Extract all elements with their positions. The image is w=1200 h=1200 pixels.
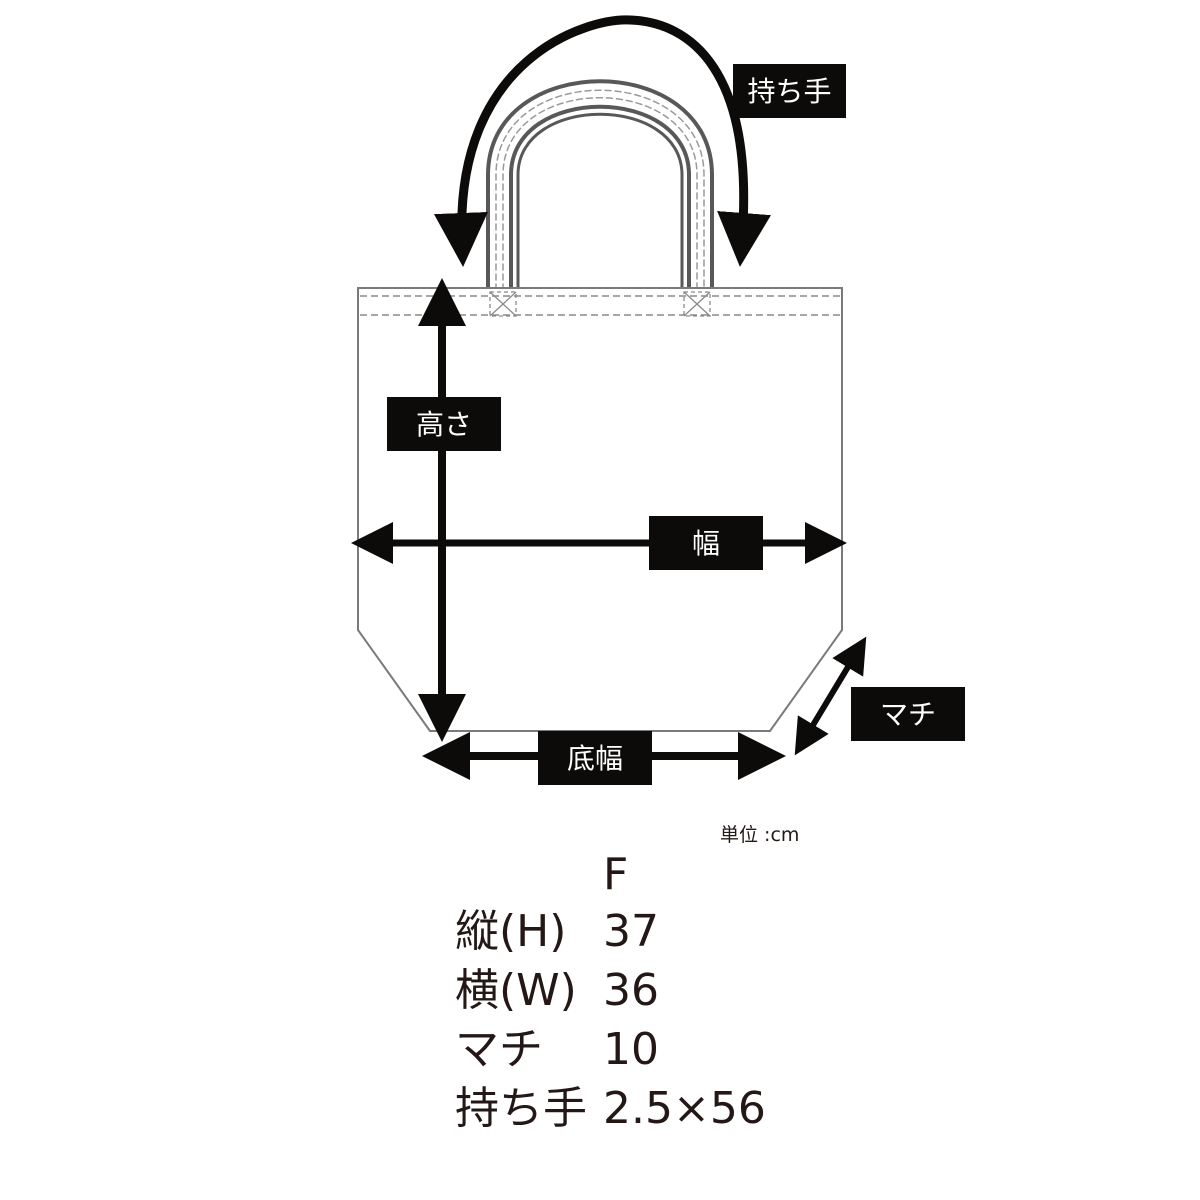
handle-label-text: 持ち手 (747, 75, 831, 108)
bottom-width-label: 底幅 (538, 731, 652, 785)
row-label: 持ち手 (455, 1083, 587, 1134)
handle-attachment-right (683, 291, 711, 317)
size-table-corner (455, 848, 603, 902)
row-value: 2.5×56 (603, 1083, 766, 1134)
table-row: 縦(H) 37 (455, 902, 766, 961)
width-label: 幅 (649, 516, 763, 570)
handle-arrow (433, 15, 771, 267)
table-row: 横(W) 36 (455, 961, 766, 1020)
row-value: 37 (603, 906, 659, 957)
size-table-header-row: F (455, 848, 766, 902)
row-value: 36 (603, 965, 659, 1016)
row-label: 横(W) (455, 965, 577, 1016)
bag-body-outline (357, 287, 843, 732)
size-table: F 縦(H) 37 横(W) 36 マチ 10 持ち手 2.5×56 (455, 848, 766, 1138)
handle-label: 持ち手 (733, 64, 846, 118)
handle-attachment-left (489, 291, 517, 317)
unit-note: 単位 :cm (720, 824, 800, 846)
row-label: 縦(H) (455, 906, 567, 957)
table-row: マチ 10 (455, 1020, 766, 1079)
width-label-text: 幅 (692, 527, 720, 560)
gusset-label-text: マチ (880, 698, 936, 731)
height-label: 高さ (387, 397, 501, 451)
size-column-header: F (603, 849, 629, 900)
gusset-label: マチ (851, 687, 965, 741)
height-label-text: 高さ (416, 408, 472, 441)
row-value: 10 (603, 1024, 659, 1075)
bottom-width-label-text: 底幅 (567, 742, 623, 775)
handle-strap (486, 79, 714, 292)
gusset-arrow (794, 636, 867, 756)
row-label: マチ (455, 1024, 543, 1075)
table-row: 持ち手 2.5×56 (455, 1079, 766, 1138)
